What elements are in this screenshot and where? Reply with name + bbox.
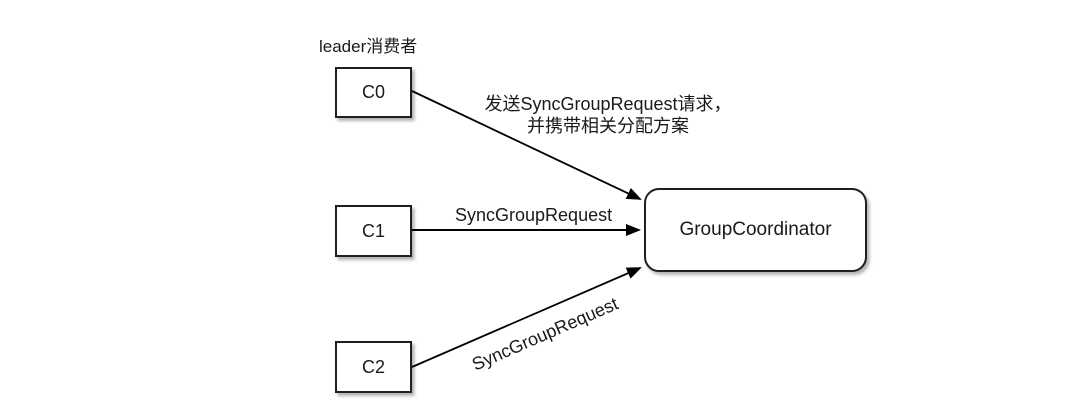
node-consumer-c0-label: C0 (361, 82, 385, 102)
arrow-c2-to-coordinator (411, 267, 642, 368)
node-consumer-c2-label: C2 (361, 356, 385, 377)
arrow-c0-to-coordinator (411, 90, 642, 200)
node-consumer-c1-label: C1 (361, 220, 385, 241)
leader-consumer-label: leader消费者 (319, 37, 418, 56)
node-group-coordinator-label: GroupCoordinator (679, 219, 832, 240)
node-consumer-c2: C2 (335, 341, 412, 393)
edge-label-c0-line2: 并携带相关分配方案 (527, 116, 689, 136)
edge-label-c1-sync-request: SyncGroupRequest (455, 205, 613, 225)
edge-label-c0-sync-request: 发送SyncGroupRequest请求， 并携带相关分配方案 (468, 93, 748, 137)
node-consumer-c0: C0 (335, 67, 412, 118)
node-consumer-c1: C1 (335, 205, 412, 257)
edge-label-c0-line1: 发送SyncGroupRequest请求， (484, 94, 732, 114)
node-group-coordinator: GroupCoordinator (644, 188, 867, 272)
